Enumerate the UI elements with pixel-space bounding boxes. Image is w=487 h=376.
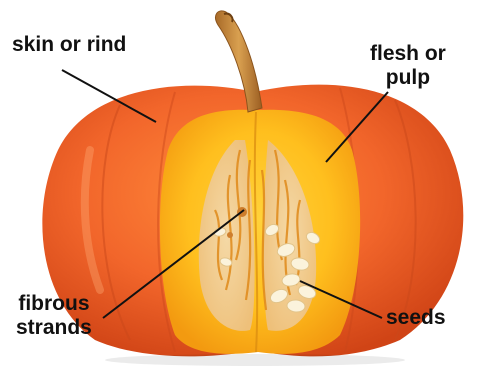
label-skin-or-rind: skin or rind	[12, 33, 126, 57]
label-fibrous-line-1: fibrous	[16, 292, 92, 316]
label-seeds: seeds	[386, 306, 446, 330]
label-flesh-line-1: flesh or	[370, 42, 446, 66]
label-fibrous-strands: fibrous strands	[16, 292, 92, 340]
label-fibrous-line-2: strands	[16, 316, 92, 340]
label-flesh-line-2: pulp	[370, 66, 446, 90]
label-skin-text: skin or rind	[12, 33, 126, 57]
pumpkin-flesh	[160, 110, 360, 354]
label-seeds-text: seeds	[386, 306, 446, 330]
label-flesh-or-pulp: flesh or pulp	[370, 42, 446, 90]
ground-shadow	[105, 354, 405, 366]
